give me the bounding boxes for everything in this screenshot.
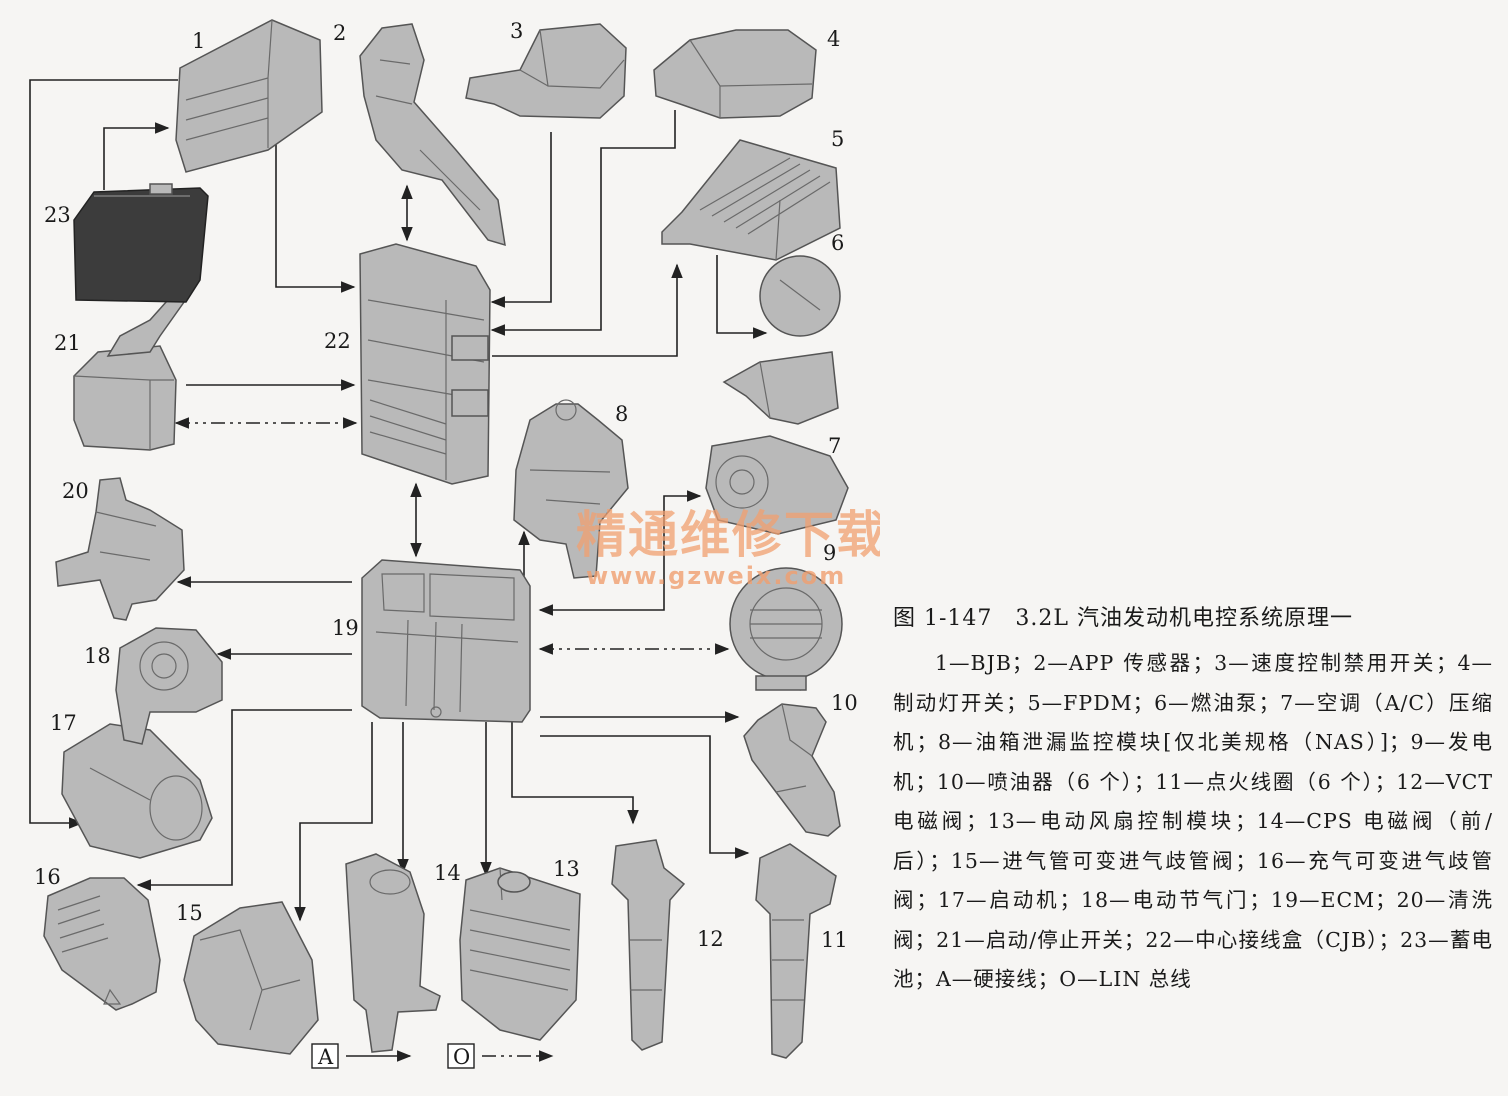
intake-valve-part xyxy=(183,901,319,1055)
leak-module-part xyxy=(513,399,629,579)
legend-hardwire-box xyxy=(311,1043,339,1069)
caption-legend-text: 1—BJB；2—APP 传感器；3—速度控制禁用开关；4—制动灯开关；5—FPD… xyxy=(893,651,1493,991)
fuel-pump-part xyxy=(722,255,841,425)
watermark: 精通维修下载 www.gzweix.com xyxy=(576,506,880,590)
cjb-part xyxy=(359,243,491,485)
wire-ecm-charge-valve xyxy=(136,709,352,891)
vct-solenoid-part xyxy=(611,839,686,1051)
cps-solenoid-part xyxy=(345,853,441,1053)
battery-part xyxy=(73,183,209,303)
throttle-part xyxy=(115,627,223,745)
wiring xyxy=(29,79,768,922)
charge-valve-part xyxy=(43,877,161,1011)
fpdm-part xyxy=(661,139,841,261)
wire-ecm-intake-valve xyxy=(294,722,373,922)
injector-part xyxy=(743,703,841,837)
watermark-url: www.gzweix.com xyxy=(586,562,846,590)
label-22: 22 xyxy=(324,329,351,353)
label-18: 18 xyxy=(84,644,111,668)
legend-lin-box xyxy=(447,1043,475,1069)
speed-switch-part xyxy=(465,23,627,119)
label-12: 12 xyxy=(697,927,724,951)
wire-cjb-fpdm xyxy=(492,263,683,357)
ac-compressor-part xyxy=(705,435,849,535)
label-23: 23 xyxy=(44,203,71,227)
label-14: 14 xyxy=(434,861,461,885)
watermark-text: 精通维修下载 xyxy=(576,506,880,564)
wire-ecm-ac xyxy=(538,490,702,616)
label-1: 1 xyxy=(192,29,205,53)
label-20: 20 xyxy=(62,479,89,503)
label-4: 4 xyxy=(827,27,840,51)
wire-bjb-cjb xyxy=(275,140,356,293)
wire-ecm-coil xyxy=(540,735,750,859)
legend: A O xyxy=(311,1043,554,1069)
label-21: 21 xyxy=(54,331,81,355)
label-11: 11 xyxy=(821,928,848,952)
startstop-switch-part xyxy=(73,281,196,451)
caption-title: 图 1-147 3.2L 汽油发动机电控系统原理一 xyxy=(893,606,1354,631)
purge-valve-part xyxy=(55,477,185,621)
wire-fpdm-fuelpump xyxy=(716,255,768,339)
legend-hardwire-label: A xyxy=(317,1045,334,1069)
app-sensor-part xyxy=(359,23,506,247)
wire-bjb-starter xyxy=(29,79,178,829)
label-17: 17 xyxy=(50,711,77,735)
wire-brake-switch-cjb xyxy=(490,110,676,336)
figure-caption: 图 1-147 3.2L 汽油发动机电控系统原理一 1—BJB；2—APP 传感… xyxy=(893,600,1493,1000)
legend-lin-label: O xyxy=(453,1045,470,1069)
engine-control-diagram: 1 2 3 4 5 6 7 8 9 10 11 12 13 14 15 16 1… xyxy=(29,19,880,1069)
label-7: 7 xyxy=(828,434,841,458)
bjb-part xyxy=(175,19,323,173)
label-6: 6 xyxy=(831,231,844,255)
label-3: 3 xyxy=(510,19,523,43)
label-19: 19 xyxy=(332,616,359,640)
part-numbers: 1 2 3 4 5 6 7 8 9 10 11 12 13 14 15 16 1… xyxy=(34,19,858,952)
ignition-coil-part xyxy=(755,843,837,1059)
label-9: 9 xyxy=(823,541,836,565)
alternator-part xyxy=(729,567,843,691)
ecm-part xyxy=(361,559,531,723)
label-10: 10 xyxy=(831,691,858,715)
wire-battery-bjb xyxy=(103,122,170,190)
label-2: 2 xyxy=(333,21,346,45)
brake-switch-part xyxy=(653,29,817,119)
label-16: 16 xyxy=(34,865,61,889)
starter-part xyxy=(61,723,213,859)
wire-ecm-vct xyxy=(511,722,639,825)
label-13: 13 xyxy=(553,857,580,881)
wire-speed-switch-cjb xyxy=(490,132,552,308)
label-5: 5 xyxy=(831,127,844,151)
fan-module-part xyxy=(459,867,581,1041)
label-8: 8 xyxy=(615,402,628,426)
label-15: 15 xyxy=(176,901,203,925)
